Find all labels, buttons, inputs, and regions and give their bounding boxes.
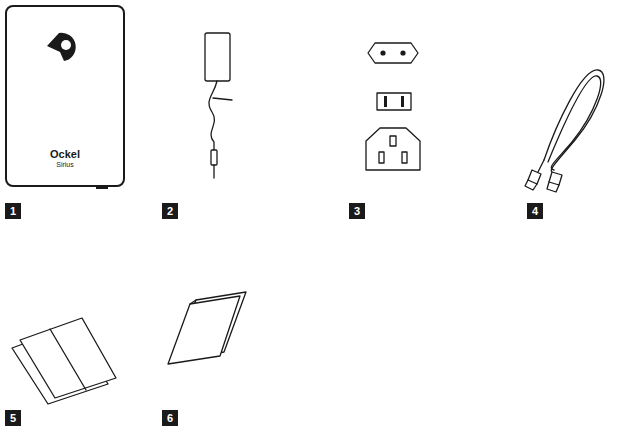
callout-number: 2 [162,203,178,219]
leaflet-sheet [20,318,116,398]
uk-pin [402,152,407,163]
booklet-front [168,296,240,364]
adapter-plug-tip [213,165,214,178]
callout-number: 1 [5,203,21,219]
hdmi-connector [549,172,562,185]
adapter-plug [211,150,217,165]
eu-pin [380,50,385,55]
hdmi-cable [544,70,604,172]
us-pin [401,96,404,107]
device-housing: OckelSirius [5,5,125,187]
brand-name: Ockel [50,148,80,161]
hdmi-connector [528,170,541,184]
callout-number: 5 [5,410,21,426]
ockel-logo-hole [61,40,71,50]
callout-number: 3 [349,203,365,219]
uk-pin [390,136,396,146]
us-pin [384,96,387,107]
adapter-cable [209,81,217,150]
adapter-body [205,33,230,81]
us-plug [377,93,411,110]
uk-pin [379,152,384,163]
model-name: Sirius [56,161,74,169]
eu-plug [368,43,418,63]
ockel-logo [47,33,76,61]
booklet-spine [190,300,196,304]
callout-number: 6 [162,410,178,426]
leaflet-fold [50,329,86,390]
hdmi-cable [538,160,544,172]
hdmi-connector-tip [547,182,559,192]
callout-number: 4 [527,203,543,219]
eu-pin [400,50,405,55]
hdmi-connector-tip [525,180,537,190]
adapter-cable-lead [213,98,232,100]
uk-plug [366,128,420,170]
hdmi-cable [548,76,601,170]
